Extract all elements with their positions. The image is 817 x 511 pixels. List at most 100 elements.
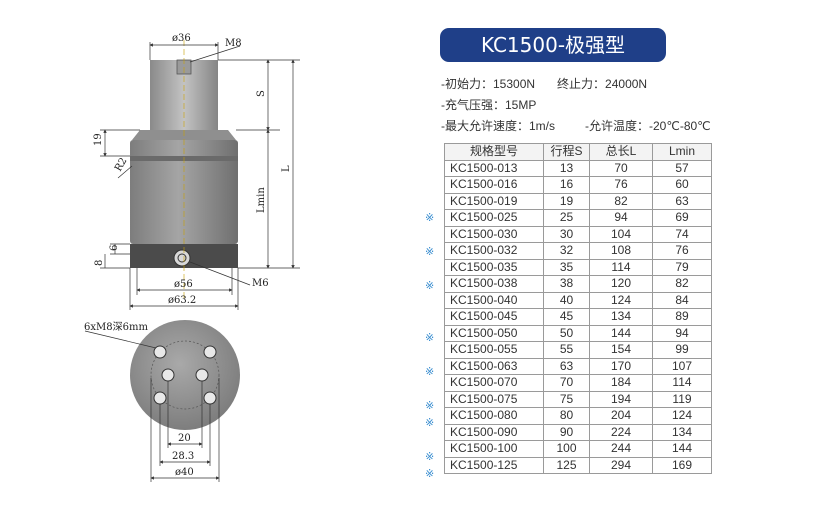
cell-length: 244: [589, 440, 653, 458]
cell-lmin: 124: [652, 407, 712, 425]
cell-model: KC1500-050: [444, 324, 544, 342]
dim-r2: R2: [113, 156, 129, 174]
cell-model: KC1500-013: [444, 159, 544, 177]
cell-model: KC1500-030: [444, 225, 544, 243]
product-title: KC1500-极强型: [440, 28, 666, 62]
dim-28: 28.3: [172, 451, 194, 462]
recommended-mark: ※: [425, 416, 435, 429]
cell-stroke: 40: [543, 291, 590, 309]
dim-m8-thread: M8: [225, 38, 242, 49]
cell-model: KC1500-025: [444, 209, 544, 227]
cell-model: KC1500-125: [444, 456, 544, 474]
cell-model: KC1500-055: [444, 341, 544, 359]
cell-lmin: 76: [652, 242, 712, 260]
cell-stroke: 100: [543, 440, 590, 458]
spec-end-force: 终止力：24000N: [557, 77, 648, 91]
cell-model: KC1500-032: [444, 242, 544, 260]
bottom-view-disc: [130, 320, 240, 430]
cell-length: 104: [589, 225, 653, 243]
cell-lmin: 114: [652, 374, 712, 392]
cell-length: 224: [589, 423, 653, 441]
cell-model: KC1500-019: [444, 192, 544, 210]
cell-model: KC1500-070: [444, 374, 544, 392]
recommended-mark: ※: [425, 331, 435, 344]
m6-screw: [173, 249, 191, 267]
header-lmin: Lmin: [652, 143, 712, 161]
cell-length: 124: [589, 291, 653, 309]
cell-length: 144: [589, 324, 653, 342]
cell-stroke: 125: [543, 456, 590, 474]
cell-model: KC1500-016: [444, 176, 544, 194]
dim-19: 19: [93, 133, 104, 146]
dim-40: ø40: [175, 467, 194, 478]
dim-63: ø63.2: [168, 295, 196, 306]
cell-lmin: 107: [652, 357, 712, 375]
cell-stroke: 55: [543, 341, 590, 359]
cell-model: KC1500-090: [444, 423, 544, 441]
cell-length: 108: [589, 242, 653, 260]
cell-model: KC1500-038: [444, 275, 544, 293]
dim-rod-diameter: ø36: [172, 33, 191, 44]
cell-length: 194: [589, 390, 653, 408]
cell-model: KC1500-040: [444, 291, 544, 309]
cell-stroke: 32: [543, 242, 590, 260]
cell-stroke: 90: [543, 423, 590, 441]
cell-lmin: 82: [652, 275, 712, 293]
table-header-row: 规格型号 行程S 总长L Lmin: [444, 143, 712, 161]
dim-holes: 6xM8深6mm: [84, 321, 148, 333]
recommended-mark: ※: [425, 246, 435, 259]
cell-length: 134: [589, 308, 653, 326]
spec-speed-line: -最大允许速度：1m/s-允许温度：-20℃-80℃: [441, 116, 711, 137]
cell-lmin: 119: [652, 390, 712, 408]
cell-stroke: 50: [543, 324, 590, 342]
spec-initial-force: -初始力：15300N: [441, 77, 536, 91]
spec-max-speed: -最大允许速度：1m/s: [441, 119, 556, 133]
cell-lmin: 169: [652, 456, 712, 474]
spec-force-line: -初始力：15300N 终止力：24000N: [441, 74, 711, 95]
dim-20: 20: [178, 433, 191, 444]
cell-lmin: 69: [652, 209, 712, 227]
spec-pressure-line: -充气压强：15MP: [441, 95, 711, 116]
cell-model: KC1500-035: [444, 258, 544, 276]
cell-length: 82: [589, 192, 653, 210]
spec-list: -初始力：15300N 终止力：24000N -充气压强：15MP -最大允许速度…: [441, 74, 711, 137]
spec-charge-pressure: -充气压强：15MP: [441, 98, 537, 112]
cell-length: 184: [589, 374, 653, 392]
header-model: 规格型号: [444, 143, 544, 161]
technical-drawing: ø36 M8 S L Lmin 19 R2 6 8 M6 ø56 ø63.2 6…: [84, 33, 300, 482]
cell-stroke: 63: [543, 357, 590, 375]
m6-screw-inner: [177, 253, 187, 263]
recommended-mark: ※: [425, 399, 435, 412]
header-stroke: 行程S: [543, 143, 590, 161]
recommended-mark: ※: [425, 450, 435, 463]
recommended-mark: ※: [425, 467, 435, 480]
cell-length: 94: [589, 209, 653, 227]
dim-m6: M6: [252, 278, 269, 289]
cell-stroke: 16: [543, 176, 590, 194]
cell-length: 114: [589, 258, 653, 276]
cell-lmin: 144: [652, 440, 712, 458]
cell-stroke: 45: [543, 308, 590, 326]
dim-8: 8: [94, 260, 105, 266]
mounting-holes: [153, 345, 217, 405]
cell-length: 120: [589, 275, 653, 293]
cell-lmin: 134: [652, 423, 712, 441]
cell-length: 294: [589, 456, 653, 474]
cell-lmin: 84: [652, 291, 712, 309]
cell-stroke: 35: [543, 258, 590, 276]
cell-lmin: 57: [652, 159, 712, 177]
